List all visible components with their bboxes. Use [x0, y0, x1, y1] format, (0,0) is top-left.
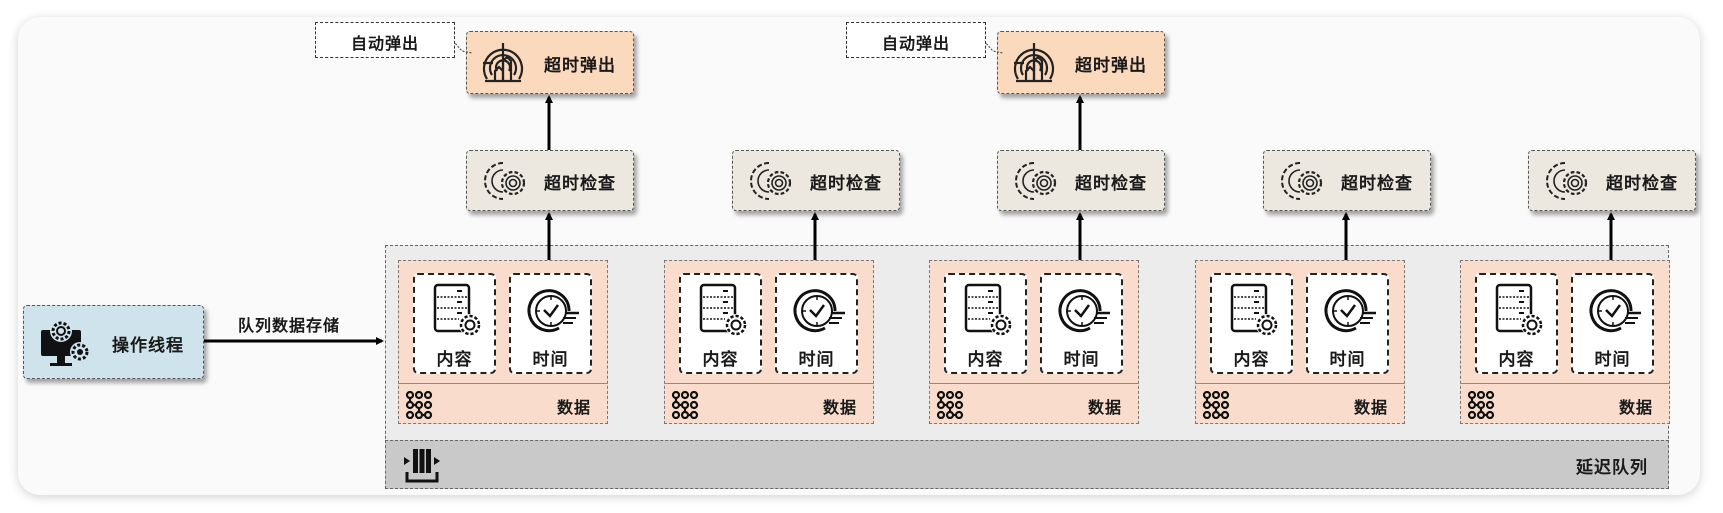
gears-icon — [750, 162, 792, 200]
timeout-check-node-3[interactable]: 超时检查 — [997, 150, 1165, 211]
content-label: 内容 — [702, 350, 739, 370]
timeout-check-label: 超时检查 — [1606, 174, 1678, 194]
timeout-check-label: 超时检查 — [544, 174, 616, 194]
computer-gear-icon — [41, 320, 90, 366]
content-cell[interactable]: 内容 — [944, 273, 1027, 374]
clock-fast-icon — [1324, 289, 1376, 333]
server-gear-icon — [1230, 283, 1278, 336]
timeout-check-node-5[interactable]: 超时检查 — [1528, 150, 1696, 211]
auto-pop-callout-label: 自动弹出 — [350, 34, 419, 53]
content-cell[interactable]: 内容 — [413, 273, 496, 374]
clock-fast-icon — [1589, 289, 1641, 333]
queue-item-5[interactable]: 内容 时间 — [1460, 260, 1670, 424]
delay-queue-bar: 延迟队列 — [385, 440, 1669, 489]
operation-thread-node[interactable]: 操作线程 — [23, 305, 204, 379]
time-cell[interactable]: 时间 — [1306, 273, 1389, 374]
timeout-check-label: 超时检查 — [810, 174, 882, 194]
operation-thread-label: 操作线程 — [112, 336, 184, 356]
time-label: 时间 — [532, 350, 569, 370]
timeout-check-node-2[interactable]: 超时检查 — [732, 150, 900, 211]
server-gear-icon — [433, 283, 481, 336]
time-label: 时间 — [1329, 350, 1366, 370]
data-label: 数据 — [1087, 398, 1122, 417]
content-cell[interactable]: 内容 — [679, 273, 762, 374]
timeout-check-node-4[interactable]: 超时检查 — [1263, 150, 1431, 211]
time-cell[interactable]: 时间 — [1040, 273, 1123, 374]
delay-queue-label: 延迟队列 — [1576, 458, 1648, 478]
dot-grid-icon — [1202, 391, 1230, 419]
queue-icon — [404, 449, 440, 483]
content-label: 内容 — [967, 350, 1004, 370]
gears-icon — [484, 162, 526, 200]
timeout-check-node-1[interactable]: 超时检查 — [466, 150, 634, 211]
dot-grid-icon — [405, 391, 433, 419]
time-label: 时间 — [1594, 350, 1631, 370]
radar-eject-icon — [482, 43, 524, 83]
dot-grid-icon — [1467, 391, 1495, 419]
content-cell[interactable]: 内容 — [1475, 273, 1558, 374]
data-band: 数据 — [665, 383, 873, 423]
timeout-pop-node-3[interactable]: 超时弹出 — [997, 31, 1165, 94]
gears-icon — [1281, 162, 1323, 200]
timeout-pop-label: 超时弹出 — [544, 56, 616, 76]
data-label: 数据 — [1618, 398, 1653, 417]
queue-item-1[interactable]: 内容 时间 — [398, 260, 608, 424]
server-gear-icon — [964, 283, 1012, 336]
auto-pop-callout: 自动弹出 — [315, 22, 472, 58]
time-cell[interactable]: 时间 — [775, 273, 858, 374]
time-label: 时间 — [798, 350, 835, 370]
timeout-check-label: 超时检查 — [1075, 174, 1147, 194]
callout-tail — [983, 40, 1003, 54]
auto-pop-callout-label: 自动弹出 — [881, 34, 950, 53]
radar-eject-icon — [1013, 43, 1055, 83]
content-label: 内容 — [436, 350, 473, 370]
data-band: 数据 — [1196, 383, 1404, 423]
clock-fast-icon — [1058, 289, 1110, 333]
time-cell[interactable]: 时间 — [509, 273, 592, 374]
callout-tail — [452, 40, 472, 54]
content-label: 内容 — [1498, 350, 1535, 370]
server-gear-icon — [1495, 283, 1543, 336]
timeout-pop-node-1[interactable]: 超时弹出 — [466, 31, 634, 94]
time-label: 时间 — [1063, 350, 1100, 370]
queue-store-edge-label: 队列数据存储 — [238, 316, 341, 335]
auto-pop-callout: 自动弹出 — [846, 22, 1003, 58]
data-band: 数据 — [399, 383, 607, 423]
queue-item-2[interactable]: 内容 时间 — [664, 260, 874, 424]
clock-fast-icon — [527, 289, 579, 333]
timeout-pop-label: 超时弹出 — [1075, 56, 1147, 76]
data-band: 数据 — [1461, 383, 1669, 423]
data-label: 数据 — [556, 398, 591, 417]
time-cell[interactable]: 时间 — [1571, 273, 1654, 374]
data-label: 数据 — [822, 398, 857, 417]
content-label: 内容 — [1233, 350, 1270, 370]
server-gear-icon — [699, 283, 747, 336]
content-cell[interactable]: 内容 — [1210, 273, 1293, 374]
gears-icon — [1546, 162, 1588, 200]
timeout-check-label: 超时检查 — [1341, 174, 1413, 194]
queue-item-4[interactable]: 内容 时间 — [1195, 260, 1405, 424]
dot-grid-icon — [936, 391, 964, 419]
queue-item-3[interactable]: 内容 时间 — [929, 260, 1139, 424]
gears-icon — [1015, 162, 1057, 200]
dot-grid-icon — [671, 391, 699, 419]
clock-fast-icon — [793, 289, 845, 333]
data-band: 数据 — [930, 383, 1138, 423]
data-label: 数据 — [1353, 398, 1388, 417]
